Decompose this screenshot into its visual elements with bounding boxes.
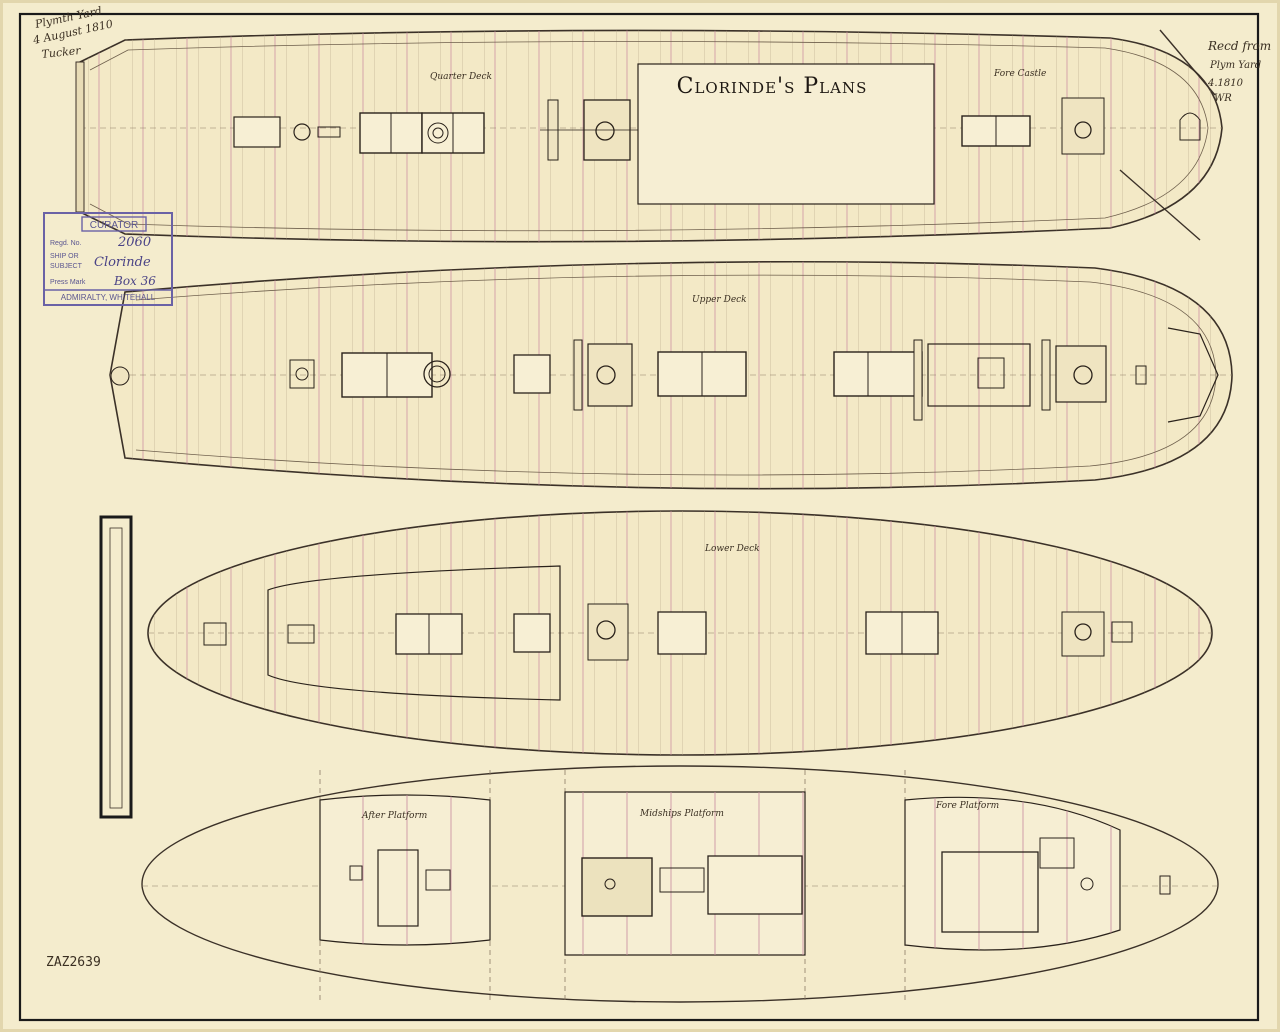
reference-number: ZAZ2639 (46, 955, 101, 970)
label-after-platform: After Platform (361, 811, 427, 821)
svg-text:Clorinde: Clorinde (94, 255, 151, 270)
plan-title: Clorinde's Plans (677, 74, 868, 99)
svg-text:Tucker: Tucker (41, 44, 82, 61)
platforms-plan (141, 765, 1219, 1003)
scale-bar (99, 515, 133, 819)
curator-stamp: CURATOR Regd. No. 2060 SHIP OR SUBJECT C… (43, 212, 173, 306)
label-upper-deck: Upper Deck (692, 295, 747, 305)
upper-deck-plan (109, 260, 1233, 490)
svg-text:Press Mark: Press Mark (50, 279, 86, 286)
svg-text:2060: 2060 (117, 235, 151, 250)
label-fore-platform: Fore Platform (935, 801, 999, 811)
title-cartouche (637, 63, 935, 205)
sheet-border (18, 12, 1260, 1022)
svg-text:CURATOR: CURATOR (90, 220, 139, 231)
label-quarter-deck: Quarter Deck (430, 72, 492, 82)
svg-text:WR: WR (1214, 93, 1232, 104)
inscription-top-right: Recd from Plym Yard 4.1810 WR (1207, 39, 1271, 104)
label-lower-deck: Lower Deck (704, 544, 760, 554)
svg-text:Plym Yard: Plym Yard (1209, 60, 1261, 71)
svg-text:SHIP OR: SHIP OR (50, 253, 79, 260)
svg-text:ADMIRALTY, WHITEHALL: ADMIRALTY, WHITEHALL (61, 293, 156, 302)
svg-text:Box 36: Box 36 (113, 274, 156, 288)
svg-text:4.1810: 4.1810 (1207, 78, 1244, 89)
quarter-deck-plan (75, 29, 1223, 243)
svg-text:Regd. No.: Regd. No. (50, 240, 82, 247)
label-midships-platform: Midships Platform (639, 809, 724, 819)
lower-deck-plan (147, 510, 1213, 756)
svg-text:SUBJECT: SUBJECT (50, 263, 83, 270)
label-fore-castle: Fore Castle (993, 69, 1046, 79)
svg-text:Recd from: Recd from (1207, 39, 1271, 53)
